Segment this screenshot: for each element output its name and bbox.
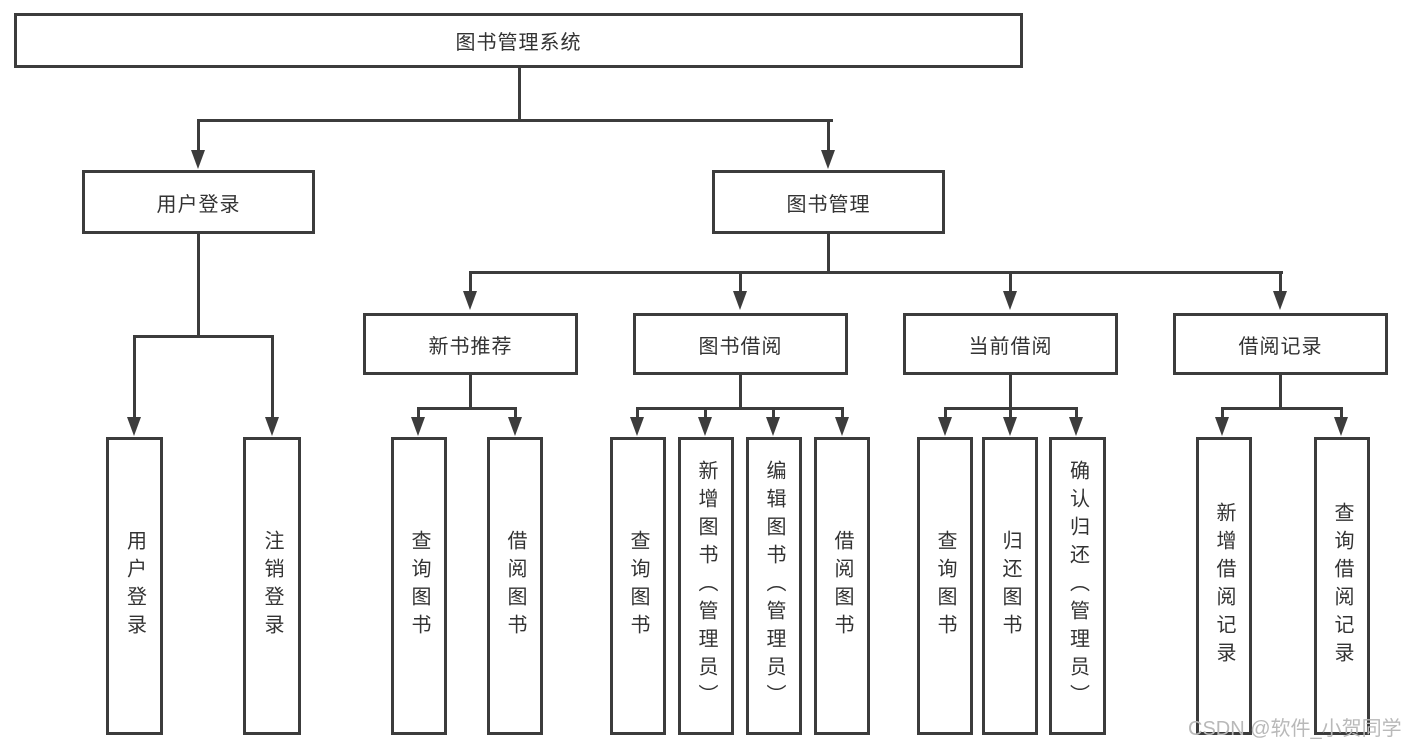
connector-line: [197, 234, 200, 335]
connector-line: [271, 335, 274, 419]
node-user-login: 用户登录: [82, 170, 315, 234]
node-label: 确认归还（管理员）: [1066, 460, 1089, 712]
connector-line: [417, 407, 420, 419]
connector-line: [636, 407, 844, 410]
arrow-down-icon: [1215, 417, 1229, 436]
node-label: 查询图书: [627, 530, 649, 642]
node-label: 借阅图书: [504, 530, 526, 642]
arrow-down-icon: [1003, 291, 1017, 310]
node-label: 查询图书: [408, 530, 430, 642]
arrow-down-icon: [265, 417, 279, 436]
arrow-down-icon: [1273, 291, 1287, 310]
leaf-edit-books-admin: 编辑图书（管理员）: [746, 437, 802, 735]
arrow-down-icon: [1334, 417, 1348, 436]
node-book-management: 图书管理: [712, 170, 945, 234]
connector-line: [772, 407, 775, 419]
node-book-borrow: 图书借阅: [633, 313, 848, 375]
connector-line: [1340, 407, 1343, 419]
connector-line: [739, 271, 742, 293]
connector-line: [827, 119, 830, 152]
connector-line: [1009, 375, 1012, 407]
node-label: 查询借阅记录: [1331, 502, 1353, 670]
arrow-down-icon: [630, 417, 644, 436]
leaf-return-books: 归还图书: [982, 437, 1038, 735]
node-label: 新增图书（管理员）: [695, 460, 717, 712]
leaf-query-books: 查询图书: [610, 437, 666, 735]
leaf-borrow-books: 借阅图书: [814, 437, 870, 735]
leaf-logout: 注销登录: [243, 437, 301, 735]
node-label: 注销登录: [261, 530, 283, 642]
leaf-add-borrow-record: 新增借阅记录: [1196, 437, 1252, 735]
node-label: 新增借阅记录: [1213, 502, 1235, 670]
connector-line: [1221, 407, 1343, 410]
connector-line: [841, 407, 844, 419]
connector-line: [1279, 271, 1282, 293]
connector-line: [518, 68, 521, 119]
leaf-query-books: 查询图书: [917, 437, 973, 735]
connector-line: [197, 119, 200, 152]
node-label: 归还图书: [999, 530, 1021, 642]
leaf-user-login: 用户登录: [106, 437, 163, 735]
leaf-borrow-books: 借阅图书: [487, 437, 543, 735]
node-root-library-system: 图书管理系统: [14, 13, 1023, 68]
arrow-down-icon: [191, 150, 205, 169]
arrow-down-icon: [698, 417, 712, 436]
connector-line: [1279, 375, 1282, 407]
node-current-borrow: 当前借阅: [903, 313, 1118, 375]
connector-line: [944, 407, 947, 419]
csdn-watermark: CSDN @软件_小贺同学: [1188, 718, 1402, 740]
arrow-down-icon: [821, 150, 835, 169]
connector-line: [636, 407, 639, 419]
arrow-down-icon: [835, 417, 849, 436]
connector-line: [469, 375, 472, 407]
arrow-down-icon: [1069, 417, 1083, 436]
node-label: 当前借阅: [968, 335, 1053, 358]
node-label: 编辑图书（管理员）: [763, 460, 785, 712]
connector-line: [514, 407, 517, 419]
leaf-query-borrow-record: 查询借阅记录: [1314, 437, 1370, 735]
connector-line: [417, 407, 517, 410]
connector-line: [704, 407, 707, 419]
arrow-down-icon: [127, 417, 141, 436]
connector-line: [827, 234, 830, 271]
node-label: 借阅记录: [1238, 335, 1323, 358]
node-label: 图书管理系统: [455, 32, 582, 54]
leaf-add-books-admin: 新增图书（管理员）: [678, 437, 734, 735]
node-label: 借阅图书: [831, 530, 853, 642]
node-borrow-records: 借阅记录: [1173, 313, 1388, 375]
connector-line: [1075, 407, 1078, 419]
connector-line: [739, 375, 742, 407]
connector-line: [197, 119, 833, 122]
leaf-confirm-return-admin: 确认归还（管理员）: [1049, 437, 1106, 735]
connector-line: [1009, 407, 1012, 419]
connector-line: [133, 335, 274, 338]
node-new-book-recommend: 新书推荐: [363, 313, 578, 375]
connector-line: [469, 271, 472, 293]
arrow-down-icon: [733, 291, 747, 310]
node-label: 查询图书: [934, 530, 956, 642]
connector-line: [133, 335, 136, 419]
leaf-query-books: 查询图书: [391, 437, 447, 735]
connector-line: [1221, 407, 1224, 419]
connector-line: [469, 271, 1283, 274]
arrow-down-icon: [766, 417, 780, 436]
node-label: 用户登录: [156, 193, 241, 216]
arrow-down-icon: [508, 417, 522, 436]
arrow-down-icon: [463, 291, 477, 310]
arrow-down-icon: [938, 417, 952, 436]
node-label: 图书管理: [786, 193, 871, 216]
arrow-down-icon: [411, 417, 425, 436]
node-label: 图书借阅: [698, 335, 783, 358]
arrow-down-icon: [1003, 417, 1017, 436]
node-label: 新书推荐: [428, 335, 513, 358]
connector-line: [1009, 271, 1012, 293]
node-label: 用户登录: [123, 530, 146, 642]
